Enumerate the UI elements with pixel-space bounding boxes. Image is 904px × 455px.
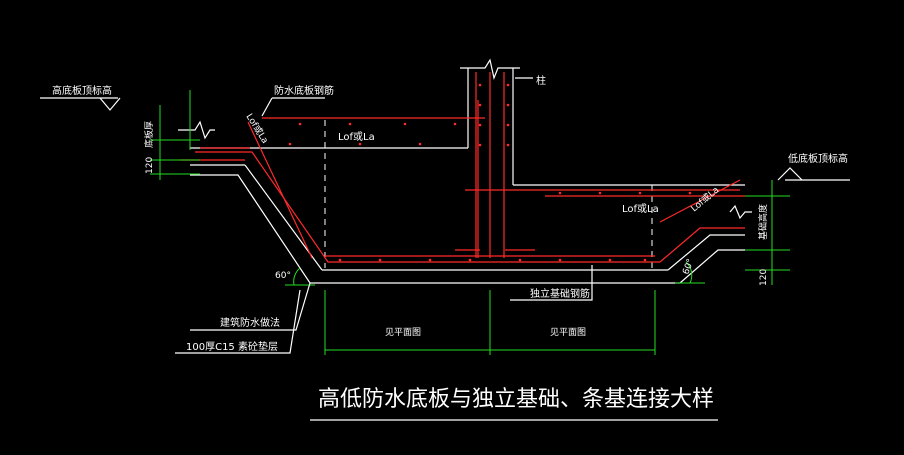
see-plan-right: 见平面图 bbox=[550, 327, 586, 338]
concrete-outline bbox=[178, 58, 752, 284]
leader-lines bbox=[40, 77, 850, 354]
cushion-label: 100厚C15 素砼垫层 bbox=[186, 340, 278, 353]
drawing-title: 高低防水底板与独立基础、条基连接大样 bbox=[318, 387, 714, 412]
rebar-lines bbox=[180, 72, 745, 263]
footing-boundary bbox=[324, 120, 653, 268]
waterproof-rebar-label: 防水底板钢筋 bbox=[274, 84, 334, 97]
slab-thickness-label: 底板厚 bbox=[143, 121, 155, 148]
footing-height-label: 基础高度 bbox=[757, 204, 769, 240]
rebar-dots bbox=[288, 83, 692, 262]
see-plan-left: 见平面图 bbox=[385, 327, 421, 338]
dimensions bbox=[150, 90, 790, 355]
high-elevation-label: 高底板顶标高 bbox=[52, 84, 112, 97]
lap-length-right: Lof或La bbox=[622, 203, 659, 215]
footing-rebar-label: 独立基础钢筋 bbox=[530, 287, 590, 300]
dim-120-right: 120 bbox=[759, 269, 769, 286]
waterproof-method-label: 建筑防水做法 bbox=[220, 316, 280, 329]
dim-120-left: 120 bbox=[145, 157, 155, 174]
angle-right-label: 60° bbox=[681, 258, 696, 276]
lap-length-slope-right: Lof或La bbox=[688, 184, 721, 214]
column-label: 柱 bbox=[536, 74, 546, 87]
low-elevation-label: 低底板顶标高 bbox=[788, 152, 848, 165]
angle-left-label: 60° bbox=[275, 271, 291, 281]
lap-length-left: Lof或La bbox=[338, 131, 375, 143]
